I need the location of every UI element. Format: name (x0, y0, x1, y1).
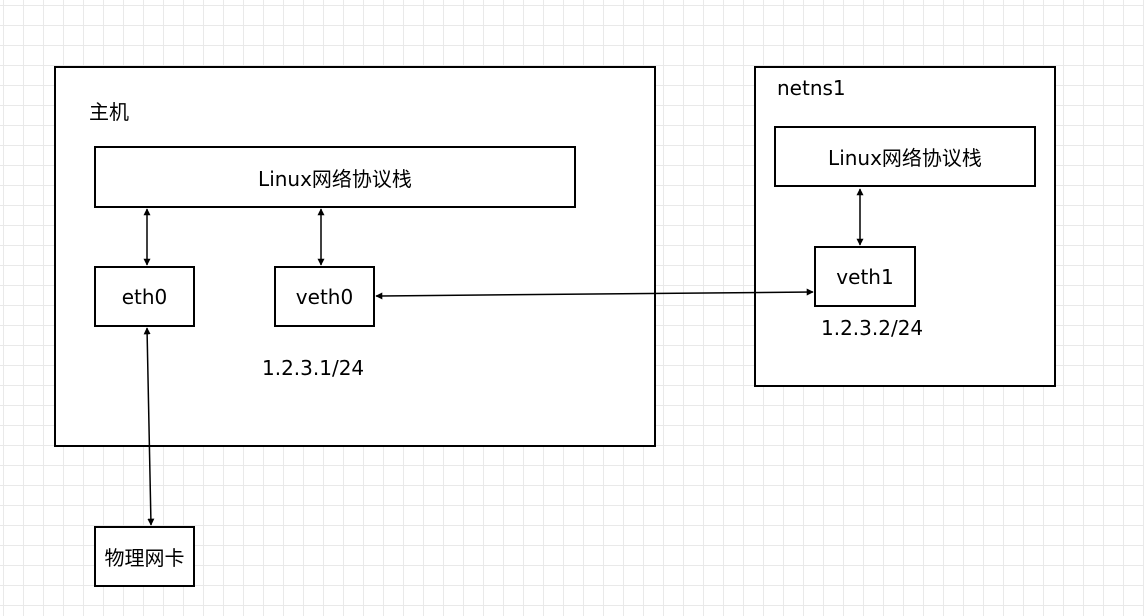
eth0-interface: eth0 (94, 266, 195, 327)
host-title: 主机 (89, 100, 129, 124)
host-container (54, 66, 656, 447)
veth1-ip-label: 1.2.3.2/24 (821, 316, 924, 340)
netns1-container (754, 66, 1056, 387)
veth0-interface: veth0 (274, 266, 375, 327)
veth0-ip-label: 1.2.3.1/24 (262, 356, 365, 380)
veth1-interface: veth1 (814, 246, 916, 307)
netns1-title: netns1 (777, 76, 846, 100)
netns1-network-stack: Linux网络协议栈 (774, 126, 1036, 187)
host-network-stack: Linux网络协议栈 (94, 146, 576, 208)
physical-nic: 物理网卡 (94, 526, 195, 587)
